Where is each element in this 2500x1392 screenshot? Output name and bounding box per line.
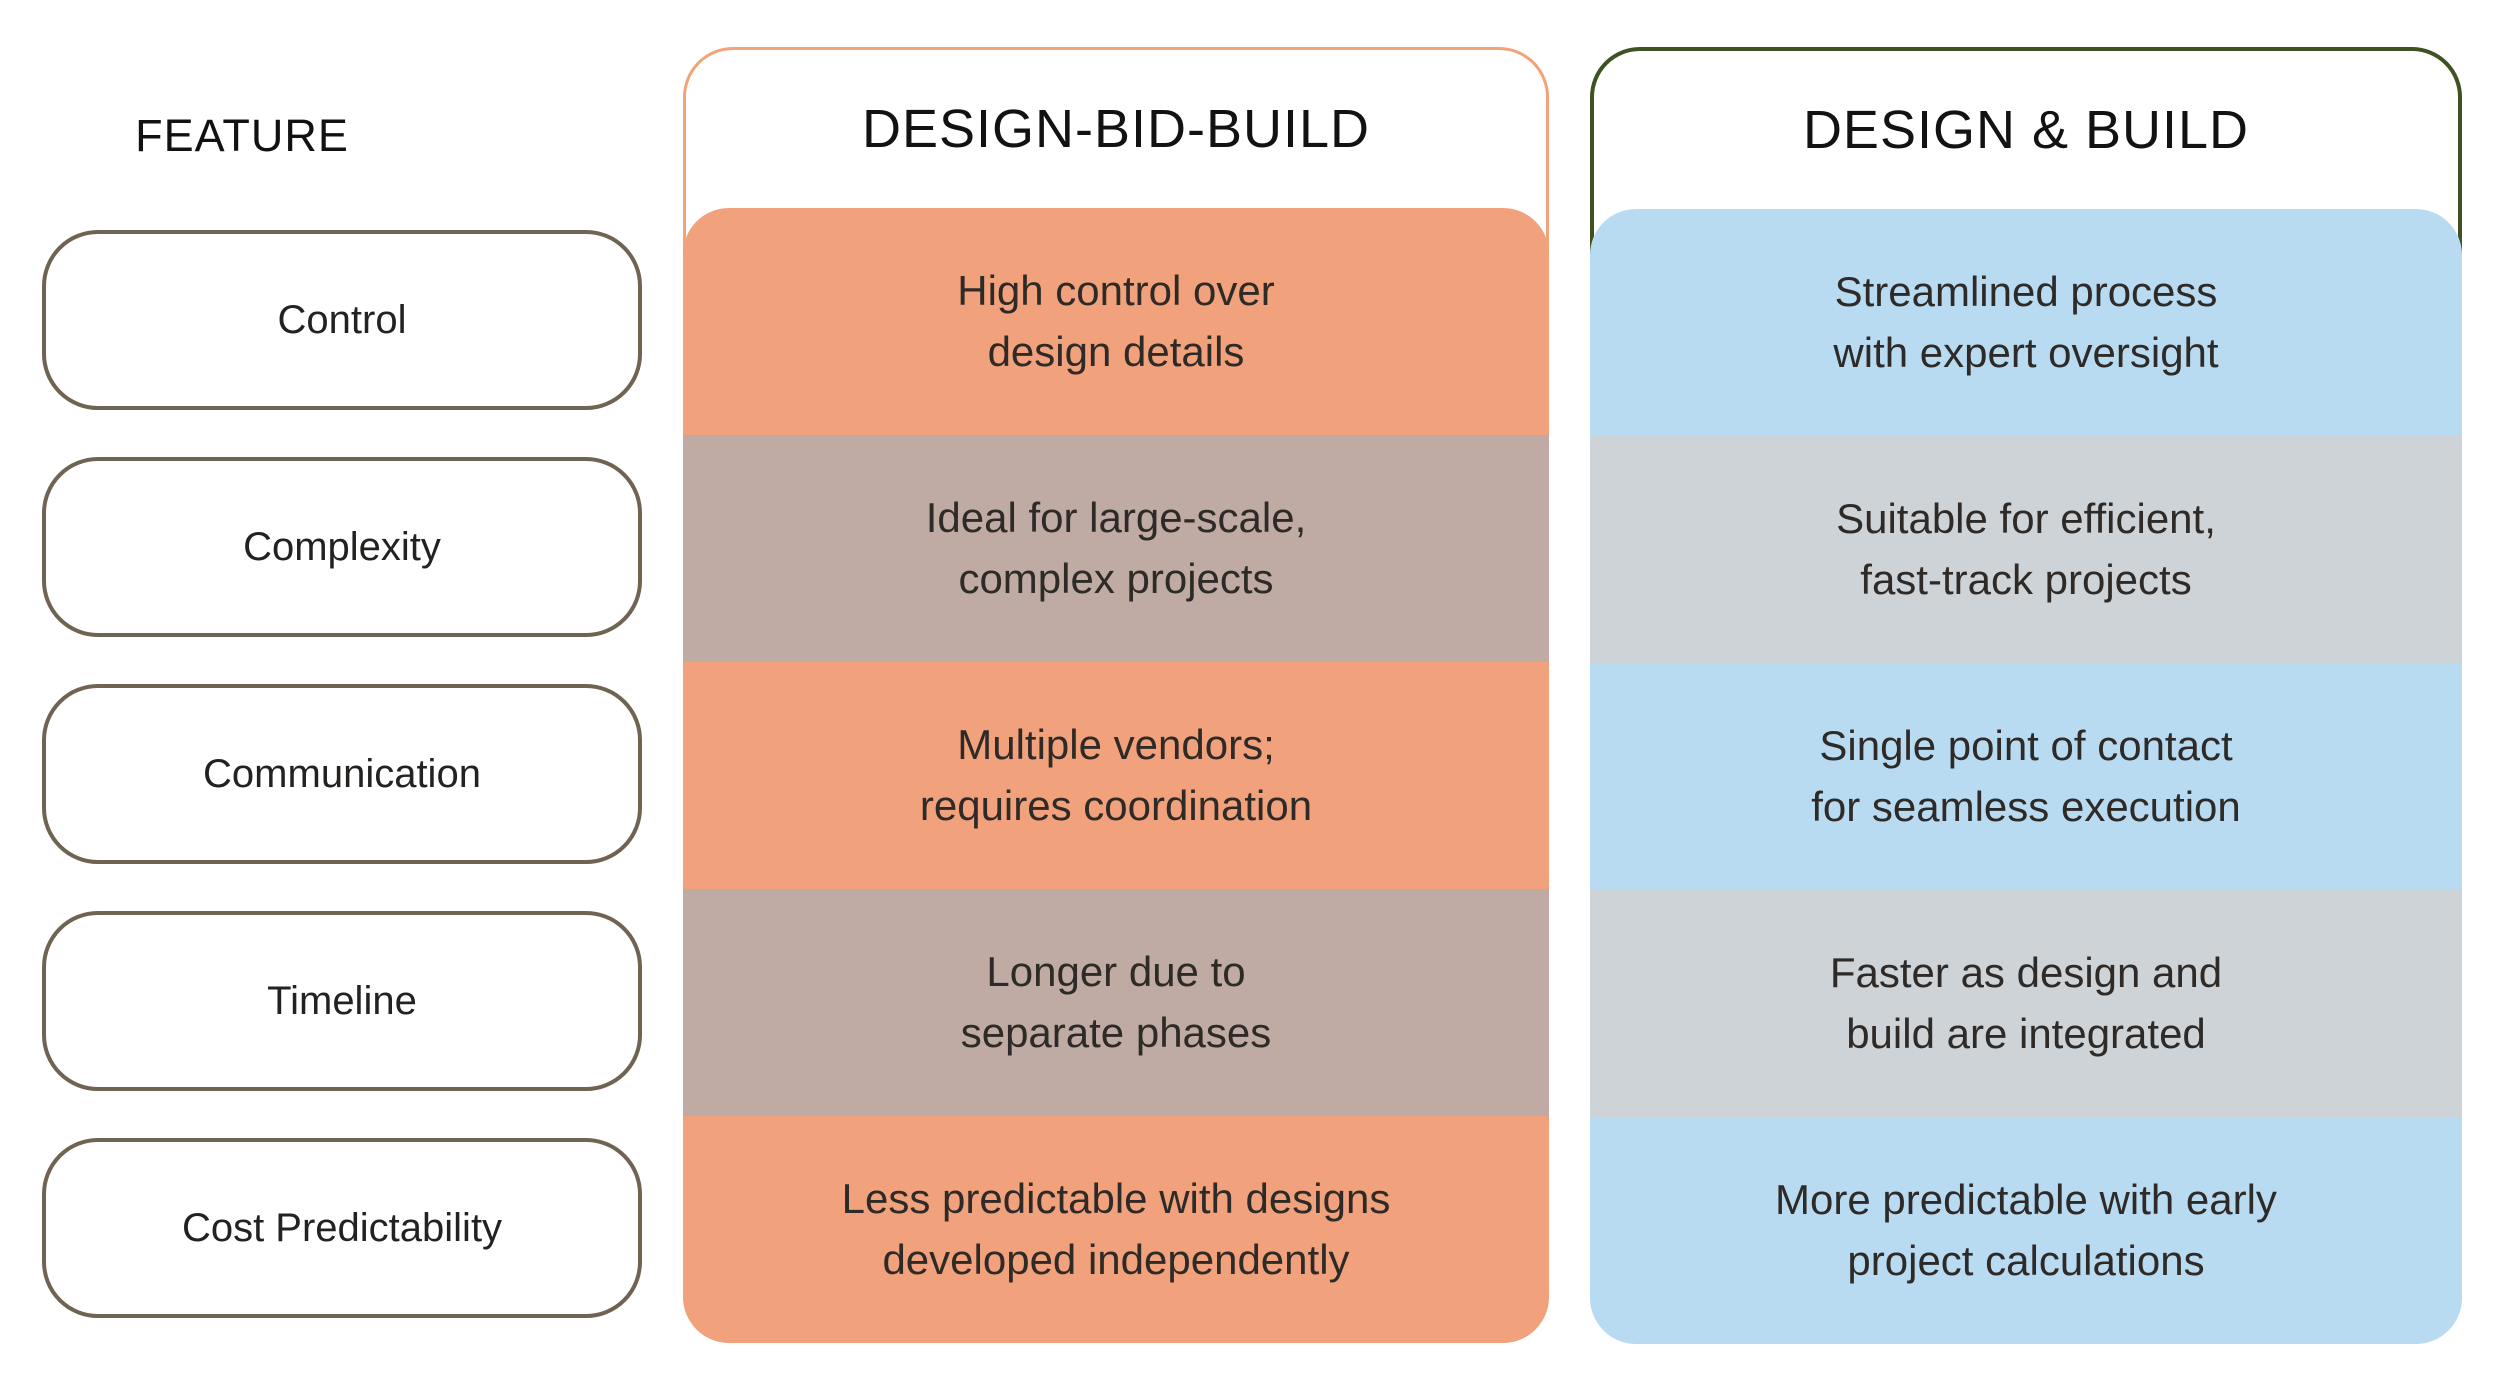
cell-line: for seamless execution [1811, 782, 2241, 830]
cell-line: Less predictable with designs [841, 1174, 1391, 1222]
feature-pill-communication: Communication [42, 684, 642, 864]
cell-design-and-build-complexity: Suitable for efficient, fast-track proje… [1590, 436, 2462, 663]
design-bid-build-column: DESIGN-BID-BUILD High control over desig… [683, 47, 1549, 1343]
cell-design-and-build-communication: Single point of contact for seamless exe… [1590, 663, 2462, 890]
feature-pill-cost-predictability: Cost Predictability [42, 1138, 642, 1318]
feature-pill-complexity: Complexity [42, 457, 642, 637]
cell-design-bid-build-complexity: Ideal for large-scale, complex projects [683, 435, 1549, 662]
feature-column-header: FEATURE [135, 110, 349, 161]
design-and-build-rows: Streamlined process with expert oversigh… [1590, 209, 2462, 1344]
design-and-build-column: DESIGN & BUILD Streamlined process with … [1590, 47, 2462, 1344]
cell-design-bid-build-timeline: Longer due to separate phases [683, 889, 1549, 1116]
cell-line: complex projects [958, 554, 1274, 602]
cell-line: Suitable for efficient, [1836, 494, 2216, 542]
cell-line: developed independently [882, 1235, 1350, 1283]
cell-line: separate phases [960, 1008, 1272, 1056]
cell-line: Multiple vendors; [957, 720, 1275, 768]
feature-pill-label: Control [277, 297, 407, 342]
cell-design-bid-build-communication: Multiple vendors; requires coordination [683, 662, 1549, 889]
feature-pill-label: Communication [203, 751, 481, 796]
cell-line: fast-track projects [1860, 555, 2192, 603]
design-and-build-header: DESIGN & BUILD [1802, 100, 2250, 160]
cell-line: build are integrated [1846, 1009, 2206, 1057]
feature-pill-label: Cost Predictability [181, 1205, 503, 1250]
feature-pill-label: Timeline [267, 978, 417, 1023]
cell-line: Streamlined process [1834, 267, 2218, 315]
cell-line: Faster as design and [1829, 948, 2223, 996]
feature-pill-timeline: Timeline [42, 911, 642, 1091]
cell-line: design details [987, 327, 1245, 375]
cell-line: More predictable with early [1775, 1175, 2277, 1223]
cell-line: requires coordination [919, 781, 1313, 829]
cell-design-and-build-cost-predictability: More predictable with early project calc… [1590, 1117, 2462, 1344]
cell-design-and-build-control: Streamlined process with expert oversigh… [1590, 209, 2462, 436]
cell-line: High control over [957, 266, 1275, 314]
feature-pill-control: Control [42, 230, 642, 410]
cell-line: Ideal for large-scale, [925, 493, 1307, 541]
cell-line: Single point of contact [1819, 721, 2233, 769]
cell-line: with expert oversight [1833, 328, 2219, 376]
cell-line: Longer due to [986, 947, 1246, 995]
design-bid-build-header: DESIGN-BID-BUILD [861, 99, 1371, 159]
design-bid-build-rows: High control over design details Ideal f… [683, 208, 1549, 1343]
feature-pill-label: Complexity [243, 524, 441, 569]
cell-design-and-build-timeline: Faster as design and build are integrate… [1590, 890, 2462, 1117]
cell-design-bid-build-control: High control over design details [683, 208, 1549, 435]
cell-line: project calculations [1847, 1236, 2205, 1284]
cell-design-bid-build-cost-predictability: Less predictable with designs developed … [683, 1116, 1549, 1343]
